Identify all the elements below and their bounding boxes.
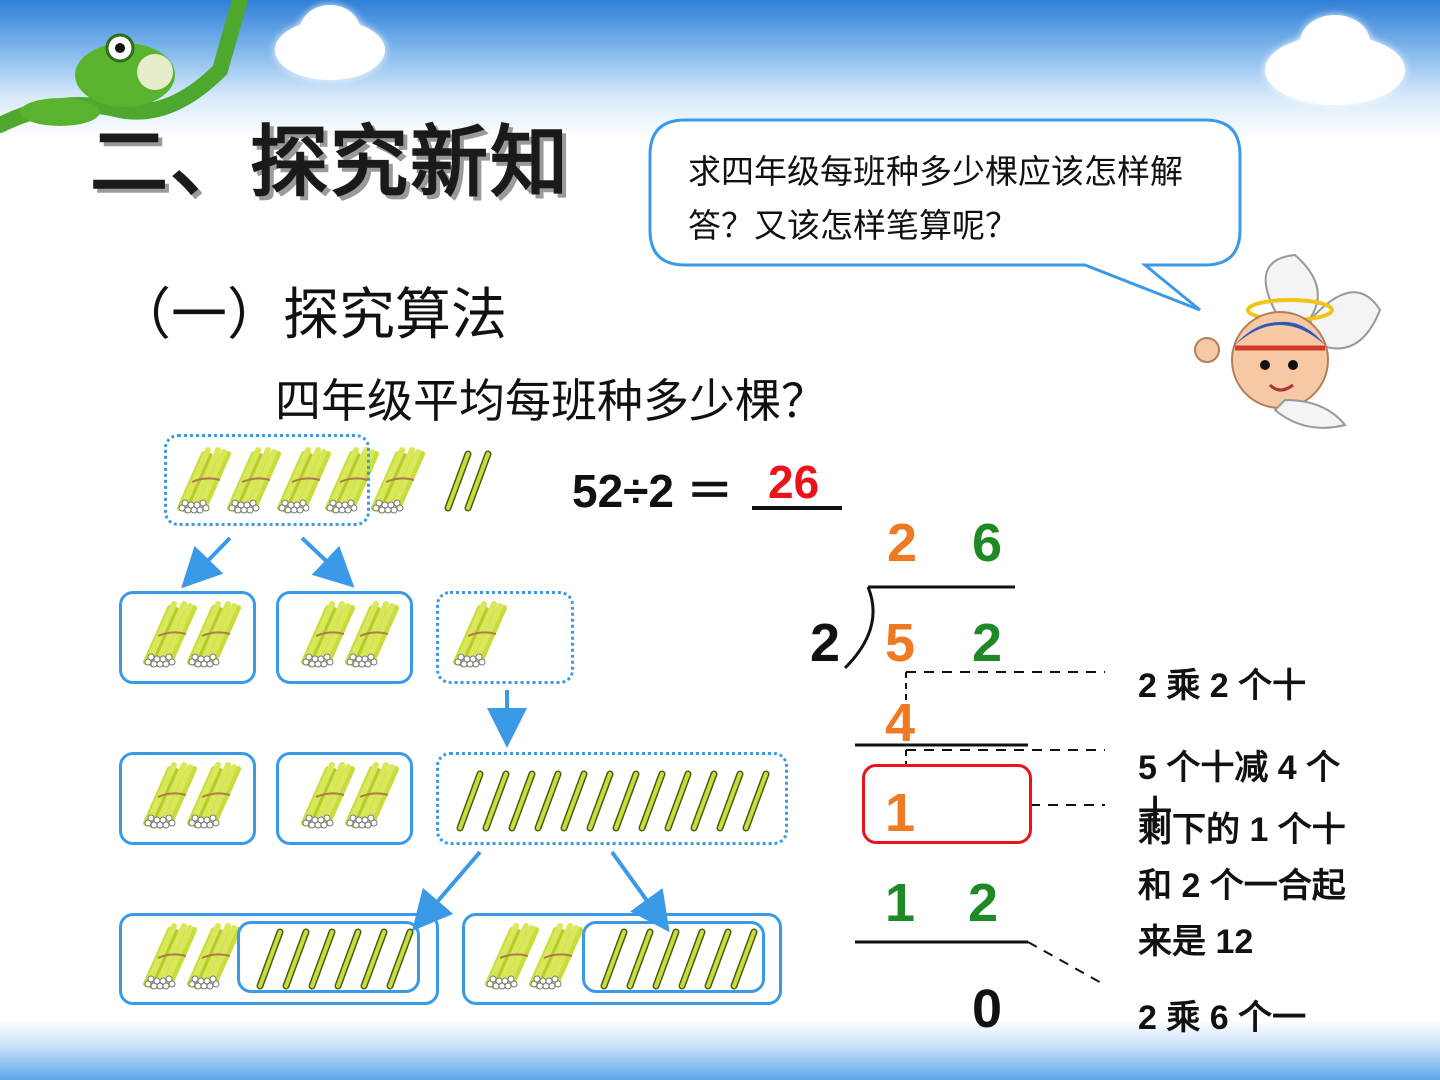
section-subtitle: （一）探究算法: [115, 283, 507, 348]
equation-answer: 26: [768, 456, 820, 508]
speech-bubble-shape: [648, 118, 1242, 312]
annotation-step-2-line2: 十: [1138, 795, 1172, 833]
speech-bubble-text: 求四年级每班种多少棵应该怎样解答？又该怎样笔算呢？: [688, 152, 1183, 245]
final-sticks-left: [237, 921, 420, 993]
bottom-gradient: [0, 1020, 1440, 1080]
leftover-ten-box: [436, 591, 574, 684]
twelve-sticks-box: [436, 752, 788, 845]
annotation-step-4: 2 乘 6 个一: [1138, 999, 1307, 1037]
page-title: 二、探究新知: [90, 117, 571, 208]
grouped-tens-box: [164, 434, 370, 526]
bring-down-tens: 1: [885, 873, 916, 933]
remainder-highlight-box: [862, 764, 1032, 844]
annotation-step-3-line3: 来是 12: [1138, 923, 1254, 961]
frog-vine-illustration: [0, 0, 248, 133]
bring-down-ones: 2: [968, 873, 999, 933]
division-equation: 52÷2 ＝: [572, 465, 733, 517]
product-1: 4: [885, 693, 916, 753]
dividend-ones: 2: [972, 613, 1003, 673]
problem-question: 四年级平均每班种多少棵？: [275, 374, 827, 428]
answer-underline: [752, 506, 842, 510]
divisor: 2: [810, 613, 841, 673]
dividend-tens: 5: [885, 613, 916, 673]
annotation-step-2-line1: 5 个十减 4 个: [1138, 749, 1341, 787]
group-box-2: [276, 591, 413, 684]
cloud-left-puff: [300, 5, 360, 55]
quotient-ones: 6: [972, 513, 1003, 573]
group-box-1: [119, 591, 256, 684]
cloud-right-puff: [1300, 15, 1370, 70]
annotation-step-3-line1: 剩下的 1 个十: [1138, 811, 1346, 849]
group-box-4: [276, 752, 413, 845]
remainder-tens: 1: [885, 783, 916, 843]
group-box-3: [119, 752, 256, 845]
annotation-step-3-line2: 和 2 个一合起: [1138, 867, 1346, 905]
annotation-step-1: 2 乘 2 个十: [1138, 667, 1307, 705]
final-group-right: [462, 913, 782, 1005]
final-sticks-right: [582, 921, 765, 993]
quotient-tens: 2: [887, 513, 918, 573]
final-remainder: 0: [972, 979, 1003, 1039]
angel-illustration: [1194, 253, 1382, 429]
final-group-left: [119, 913, 439, 1005]
